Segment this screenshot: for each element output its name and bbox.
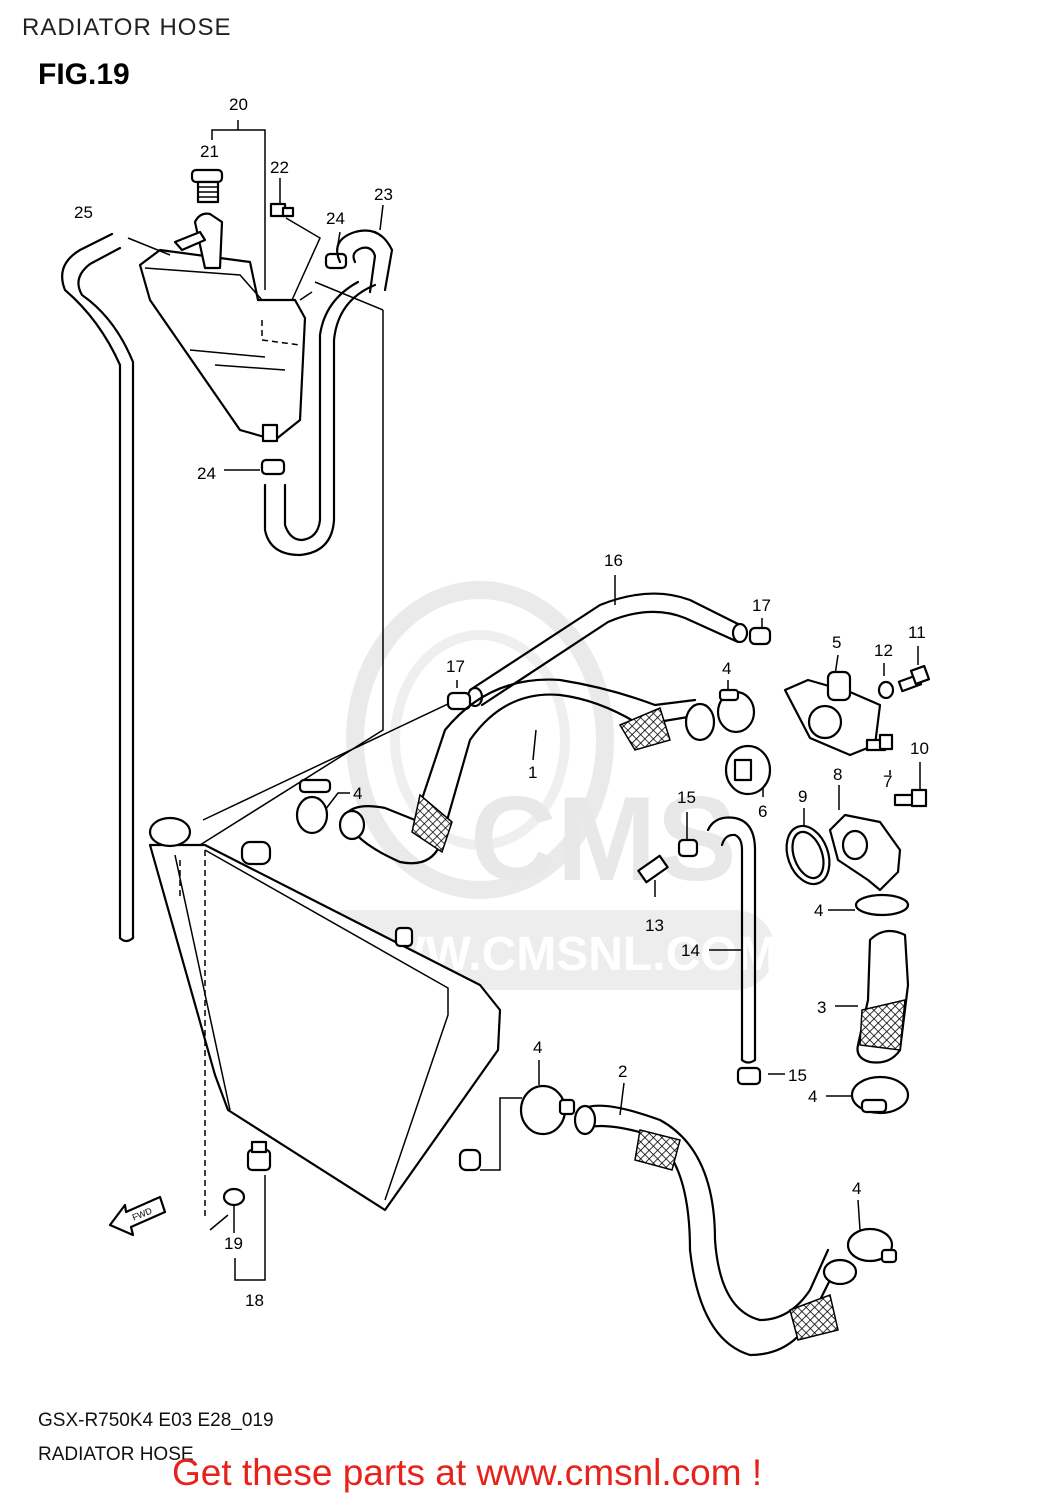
drain-bolt-18 <box>246 1140 272 1172</box>
hose-2 <box>573 1104 858 1357</box>
callout-9: 9 <box>798 787 807 806</box>
clamp-4-hose3-lower <box>850 1075 910 1115</box>
thermostat-housing <box>783 670 882 757</box>
figure-label: FIG.19 <box>38 58 130 91</box>
section-title: RADIATOR HOSE <box>22 14 232 41</box>
callout-1: 1 <box>528 763 537 782</box>
callout-21: 21 <box>200 142 219 161</box>
reservoir-tank <box>138 212 307 443</box>
callout-12: 12 <box>874 641 893 660</box>
hose-14 <box>706 816 757 1064</box>
thermostat <box>724 744 772 796</box>
callout-15-lower: 15 <box>788 1066 807 1085</box>
thermostat-cover <box>828 813 902 892</box>
callout-14: 14 <box>681 941 700 960</box>
callout-16: 16 <box>604 551 623 570</box>
callout-25: 25 <box>74 203 93 222</box>
washer-12 <box>877 680 895 700</box>
shop-link[interactable]: Get these parts at www.cmsnl.com ! <box>172 1452 763 1493</box>
model-code: GSX-R750K4 E03 E28_019 <box>38 1410 274 1431</box>
callout-numbers: 20 21 22 23 24 25 24 16 17 17 5 12 11 4 … <box>74 95 929 1310</box>
clamp-4-hose1-left <box>295 778 332 835</box>
callout-17-right: 17 <box>752 596 771 615</box>
bolt-11 <box>897 664 931 693</box>
o-ring-9 <box>785 824 831 886</box>
watermark: CMS WWW.CMSNL.COM <box>305 581 778 990</box>
callout-13: 13 <box>645 916 664 935</box>
clamp-17-right <box>748 626 772 646</box>
hose-1 <box>338 678 716 865</box>
callout-3: 3 <box>817 998 826 1017</box>
callout-24-upper: 24 <box>326 209 345 228</box>
callout-20: 20 <box>229 95 248 114</box>
callout-4-hose1: 4 <box>353 784 362 803</box>
clamp-4-hose2-right <box>846 1227 898 1264</box>
clamp-15-upper <box>677 838 699 858</box>
callout-8: 8 <box>833 765 842 784</box>
callout-18: 18 <box>245 1291 264 1310</box>
overflow-hose <box>263 280 377 557</box>
clamp-4-hose2-left <box>519 1084 576 1136</box>
gasket-19 <box>222 1187 246 1207</box>
callout-19: 19 <box>224 1234 243 1253</box>
union-13 <box>637 854 669 884</box>
clamp-24-lower <box>260 458 286 476</box>
callout-4-hose3-lower: 4 <box>808 1087 817 1106</box>
callout-24-lower: 24 <box>197 464 216 483</box>
callout-4-top: 4 <box>722 659 731 678</box>
radiator <box>148 816 502 1220</box>
clamp-4-hose1-right <box>716 688 756 734</box>
callout-23: 23 <box>374 185 393 204</box>
clamp-24-upper <box>324 252 348 270</box>
watermark-brand: CMS <box>470 772 737 906</box>
callout-17-left: 17 <box>446 657 465 676</box>
callout-2: 2 <box>618 1062 627 1081</box>
fwd-arrow: FWD <box>108 1195 167 1237</box>
callout-15-upper: 15 <box>677 788 696 807</box>
callout-6: 6 <box>758 802 767 821</box>
footer-figure-title: RADIATOR HOSE <box>38 1444 194 1465</box>
bolt-7 <box>865 733 894 752</box>
callout-4-hose3-upper: 4 <box>814 901 823 920</box>
clamp-17-left <box>446 691 472 711</box>
bolt-22 <box>269 202 295 218</box>
hose-3 <box>856 929 910 1064</box>
callout-10: 10 <box>910 739 929 758</box>
clamp-4-hose3-upper <box>854 893 910 917</box>
callout-4-hose2-right: 4 <box>852 1179 861 1198</box>
reservoir-cap <box>190 168 224 204</box>
callout-22: 22 <box>270 158 289 177</box>
clamp-15-lower <box>736 1066 762 1086</box>
callout-4-hose2-left: 4 <box>533 1038 542 1057</box>
callout-7: 7 <box>883 772 892 791</box>
bolt-10 <box>893 788 928 808</box>
callout-5: 5 <box>832 633 841 652</box>
callout-11: 11 <box>908 623 926 642</box>
hose-25 <box>61 232 171 943</box>
